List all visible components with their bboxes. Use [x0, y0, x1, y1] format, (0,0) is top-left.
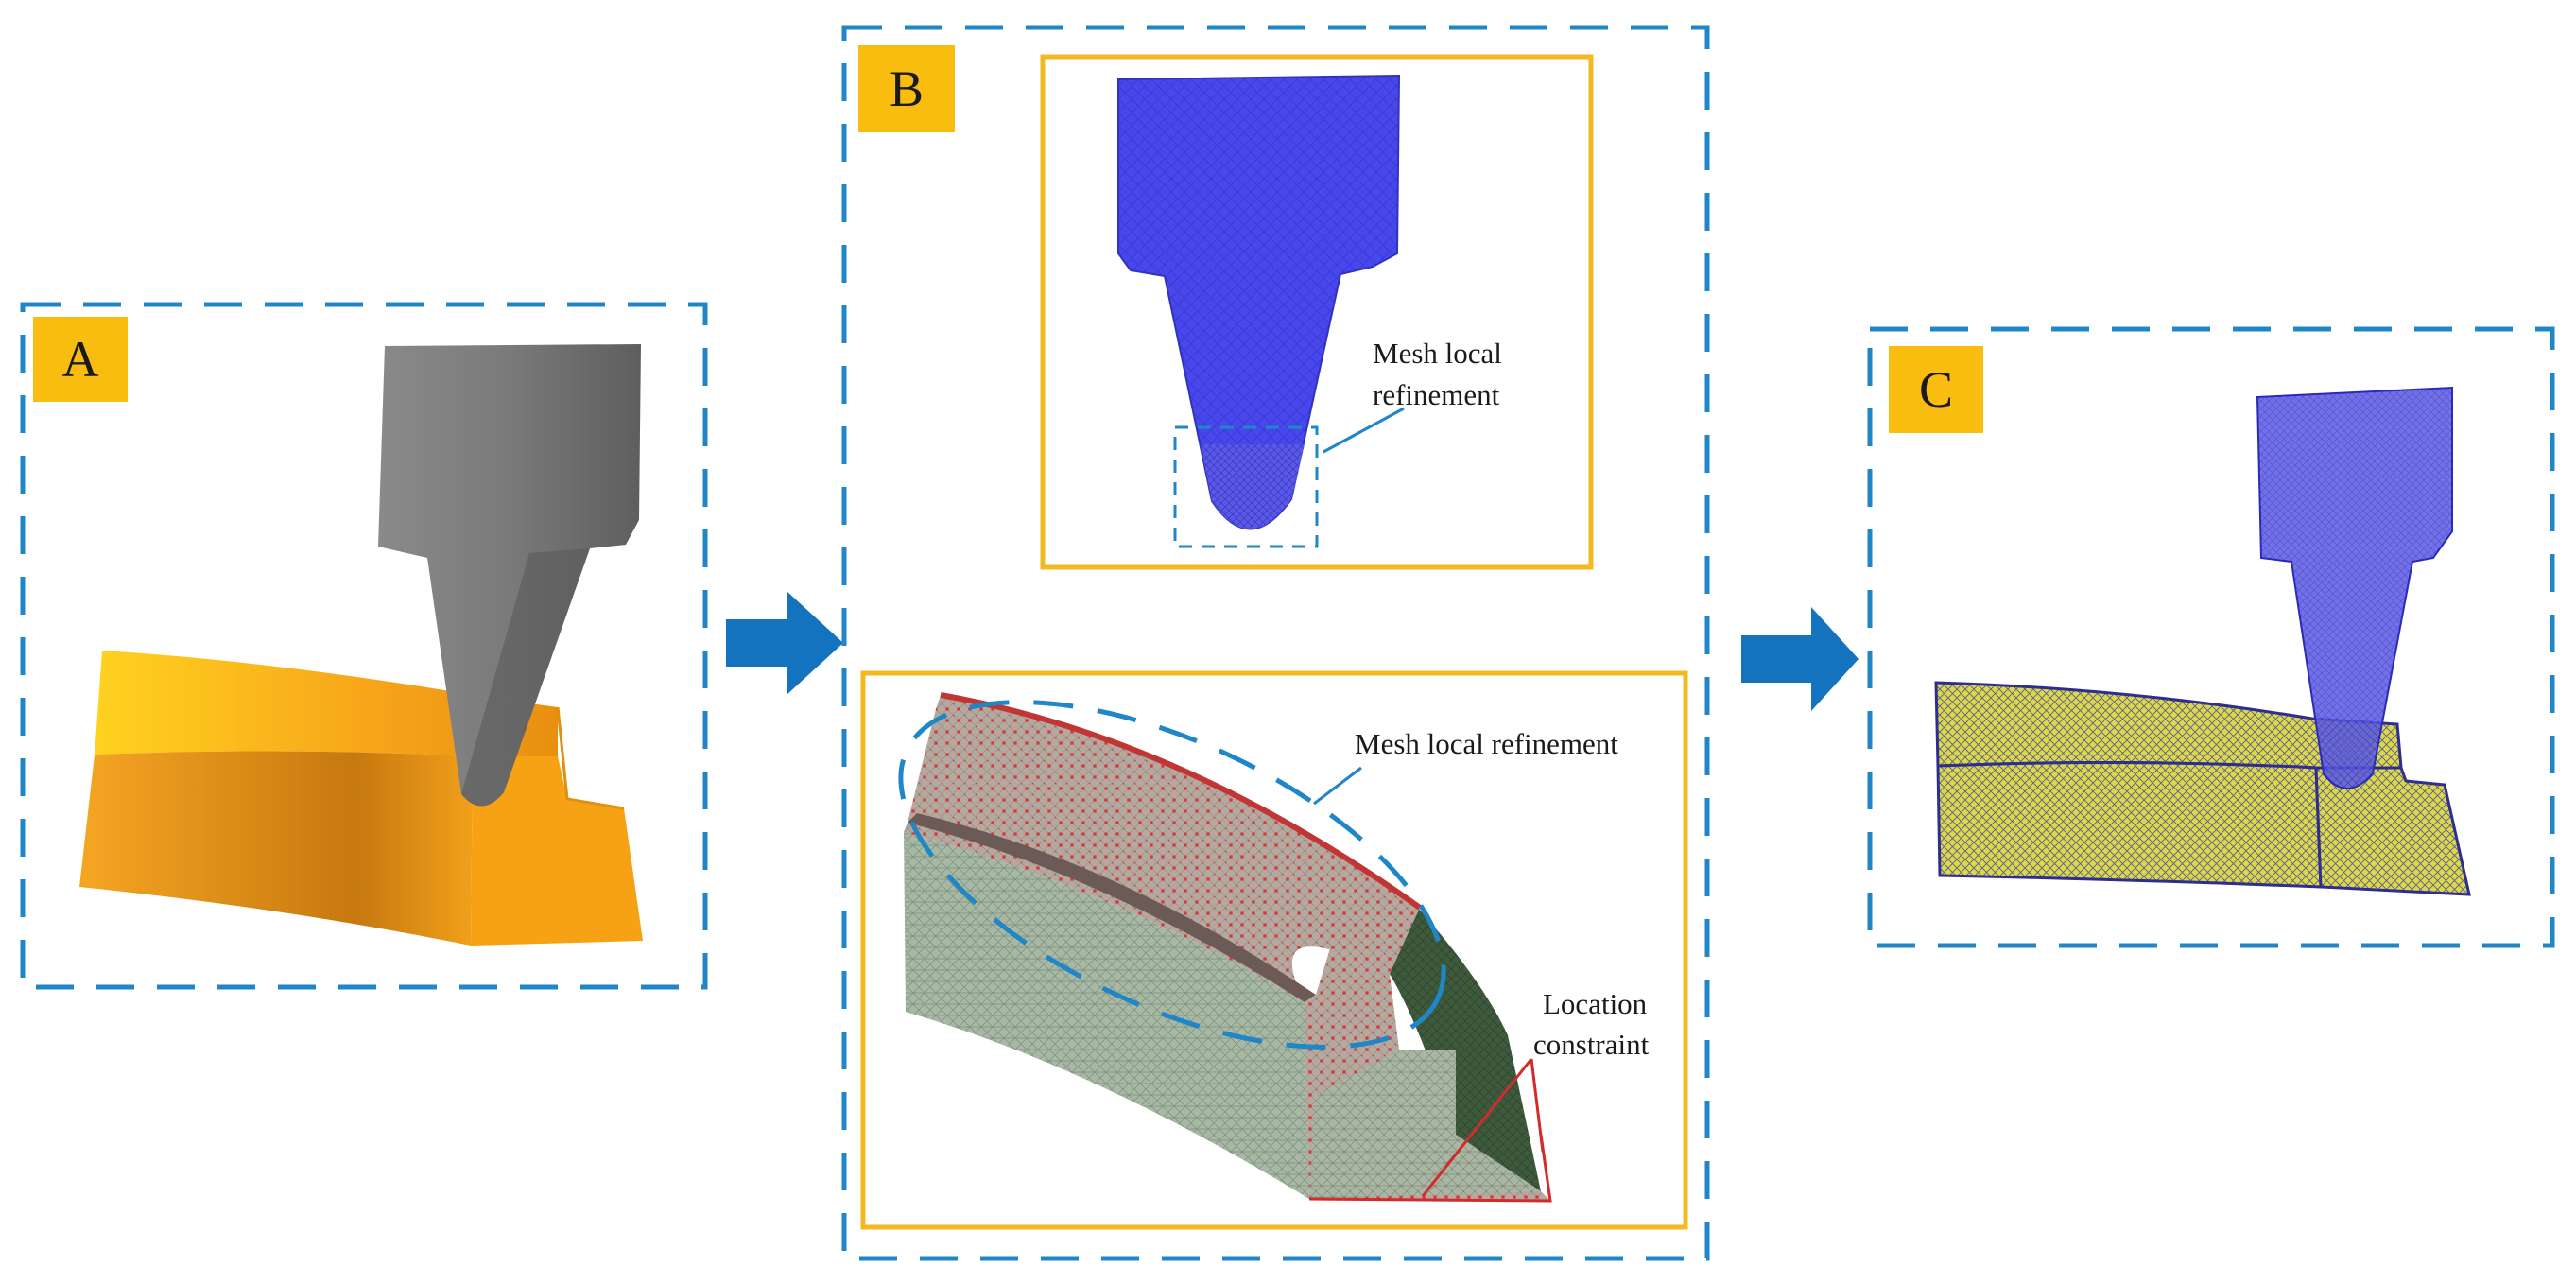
panel-a-label: A — [62, 331, 99, 388]
panel-a-label-box — [33, 317, 128, 402]
tool-refinement-label-line2: refinement — [1373, 378, 1500, 411]
panel-c-label: C — [1919, 361, 1953, 418]
arrow-a-to-b — [726, 591, 843, 695]
panel-a: A — [20, 302, 708, 990]
panel-b-label: B — [890, 61, 924, 117]
workpiece-mesh — [904, 692, 1552, 1203]
tool-cad-model — [378, 344, 641, 807]
panel-c-label-box — [1889, 346, 1983, 433]
tool-refinement-label-line1: Mesh local — [1373, 337, 1502, 370]
constraint-leader-2 — [1530, 1058, 1545, 1153]
tool-mesh — [1117, 74, 1401, 530]
panel-b-label-box — [858, 45, 955, 132]
arrow-b-to-c — [1741, 607, 1859, 711]
workpiece-cad-model — [79, 651, 643, 946]
workpiece-refinement-label: Mesh local refinement — [1355, 727, 1618, 760]
workpiece-assembled-mesh — [1934, 681, 2471, 896]
workpiece-refinement-leader — [1313, 766, 1362, 806]
constraint-leader-1 — [1421, 1058, 1533, 1197]
workpiece-refinement-ellipse — [898, 700, 1446, 1050]
tool-refinement-box — [1173, 425, 1319, 548]
panel-c-frame — [1867, 326, 2555, 948]
panel-c: C — [1867, 326, 2555, 948]
constraint-label-line2: constraint — [1533, 1028, 1650, 1061]
tool-assembled-mesh — [2256, 386, 2453, 789]
tool-refinement-leader — [1323, 407, 1405, 454]
panel-a-frame — [20, 302, 708, 990]
panel-b: B Mesh local refinement — [841, 25, 1710, 1261]
panel-b-frame — [841, 25, 1710, 1261]
constraint-label-line1: Location — [1543, 987, 1648, 1020]
